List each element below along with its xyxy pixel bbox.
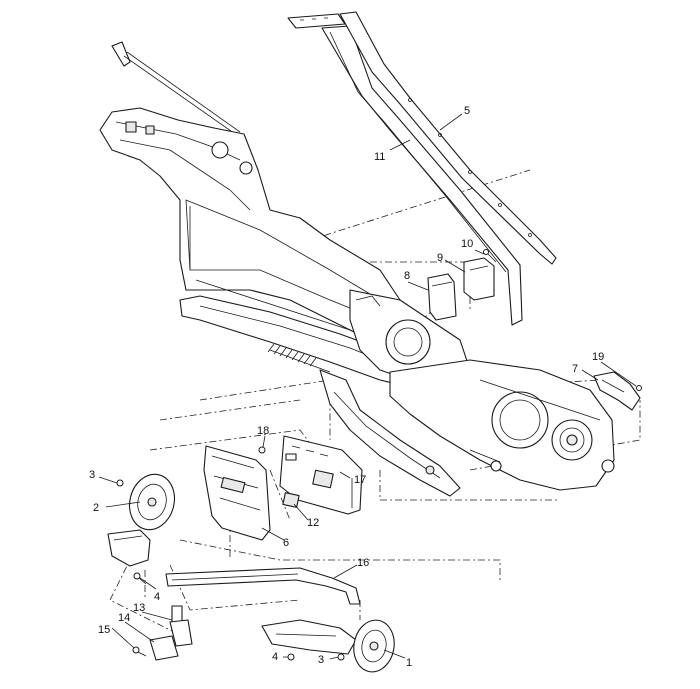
motor-1 — [261, 619, 395, 673]
cover-5 — [339, 11, 557, 265]
panel-6 — [203, 445, 271, 541]
leader-lines — [98, 113, 637, 660]
callout-14: 14 — [118, 612, 130, 624]
main-frame — [99, 107, 471, 497]
part-9-block — [463, 257, 495, 301]
callout-18: 18 — [257, 425, 269, 437]
screw-3-left — [116, 479, 124, 487]
callout-11: 11 — [374, 151, 385, 163]
callout-16: 16 — [357, 557, 369, 569]
part-8-bracket — [427, 273, 457, 321]
sensor-13 — [169, 605, 193, 647]
callout-6: 6 — [283, 537, 289, 549]
screw-3-bottom — [337, 653, 345, 661]
link-rod-16 — [165, 567, 361, 605]
callout-17: 17 — [354, 474, 366, 486]
screw-4-left — [133, 572, 147, 585]
callout-3-bottom: 3 — [318, 654, 324, 666]
callout-4-bottom: 4 — [272, 651, 278, 663]
chip-12 — [282, 492, 300, 508]
part-10-screw — [483, 249, 497, 263]
pcb-17 — [279, 435, 363, 515]
callout-4-left: 4 — [154, 591, 160, 603]
screw-18 — [258, 446, 266, 454]
callout-7: 7 — [572, 363, 578, 375]
motor-2 — [107, 473, 176, 567]
callout-10: 10 — [461, 238, 473, 250]
callout-3-left: 3 — [89, 469, 95, 481]
callout-1: 1 — [406, 657, 412, 669]
callout-5: 5 — [464, 105, 470, 117]
callout-13: 13 — [133, 602, 145, 614]
top-left-rod — [111, 41, 241, 137]
screw-15 — [132, 646, 147, 657]
callout-12: 12 — [307, 517, 319, 529]
callout-labels: 1 2 3 3 4 4 5 6 7 8 9 10 11 12 13 14 15 … — [89, 105, 604, 669]
callout-9: 9 — [437, 252, 443, 264]
callout-2: 2 — [93, 502, 99, 514]
part-7-latch — [593, 371, 641, 411]
part-19-screw — [636, 385, 642, 391]
callout-8: 8 — [404, 270, 410, 282]
callout-19: 19 — [592, 351, 604, 363]
callout-15: 15 — [98, 624, 110, 636]
right-end-assembly — [389, 359, 615, 491]
bracket-14 — [149, 635, 179, 661]
hatched-strip — [267, 343, 317, 367]
screw-4-bottom — [287, 653, 295, 661]
